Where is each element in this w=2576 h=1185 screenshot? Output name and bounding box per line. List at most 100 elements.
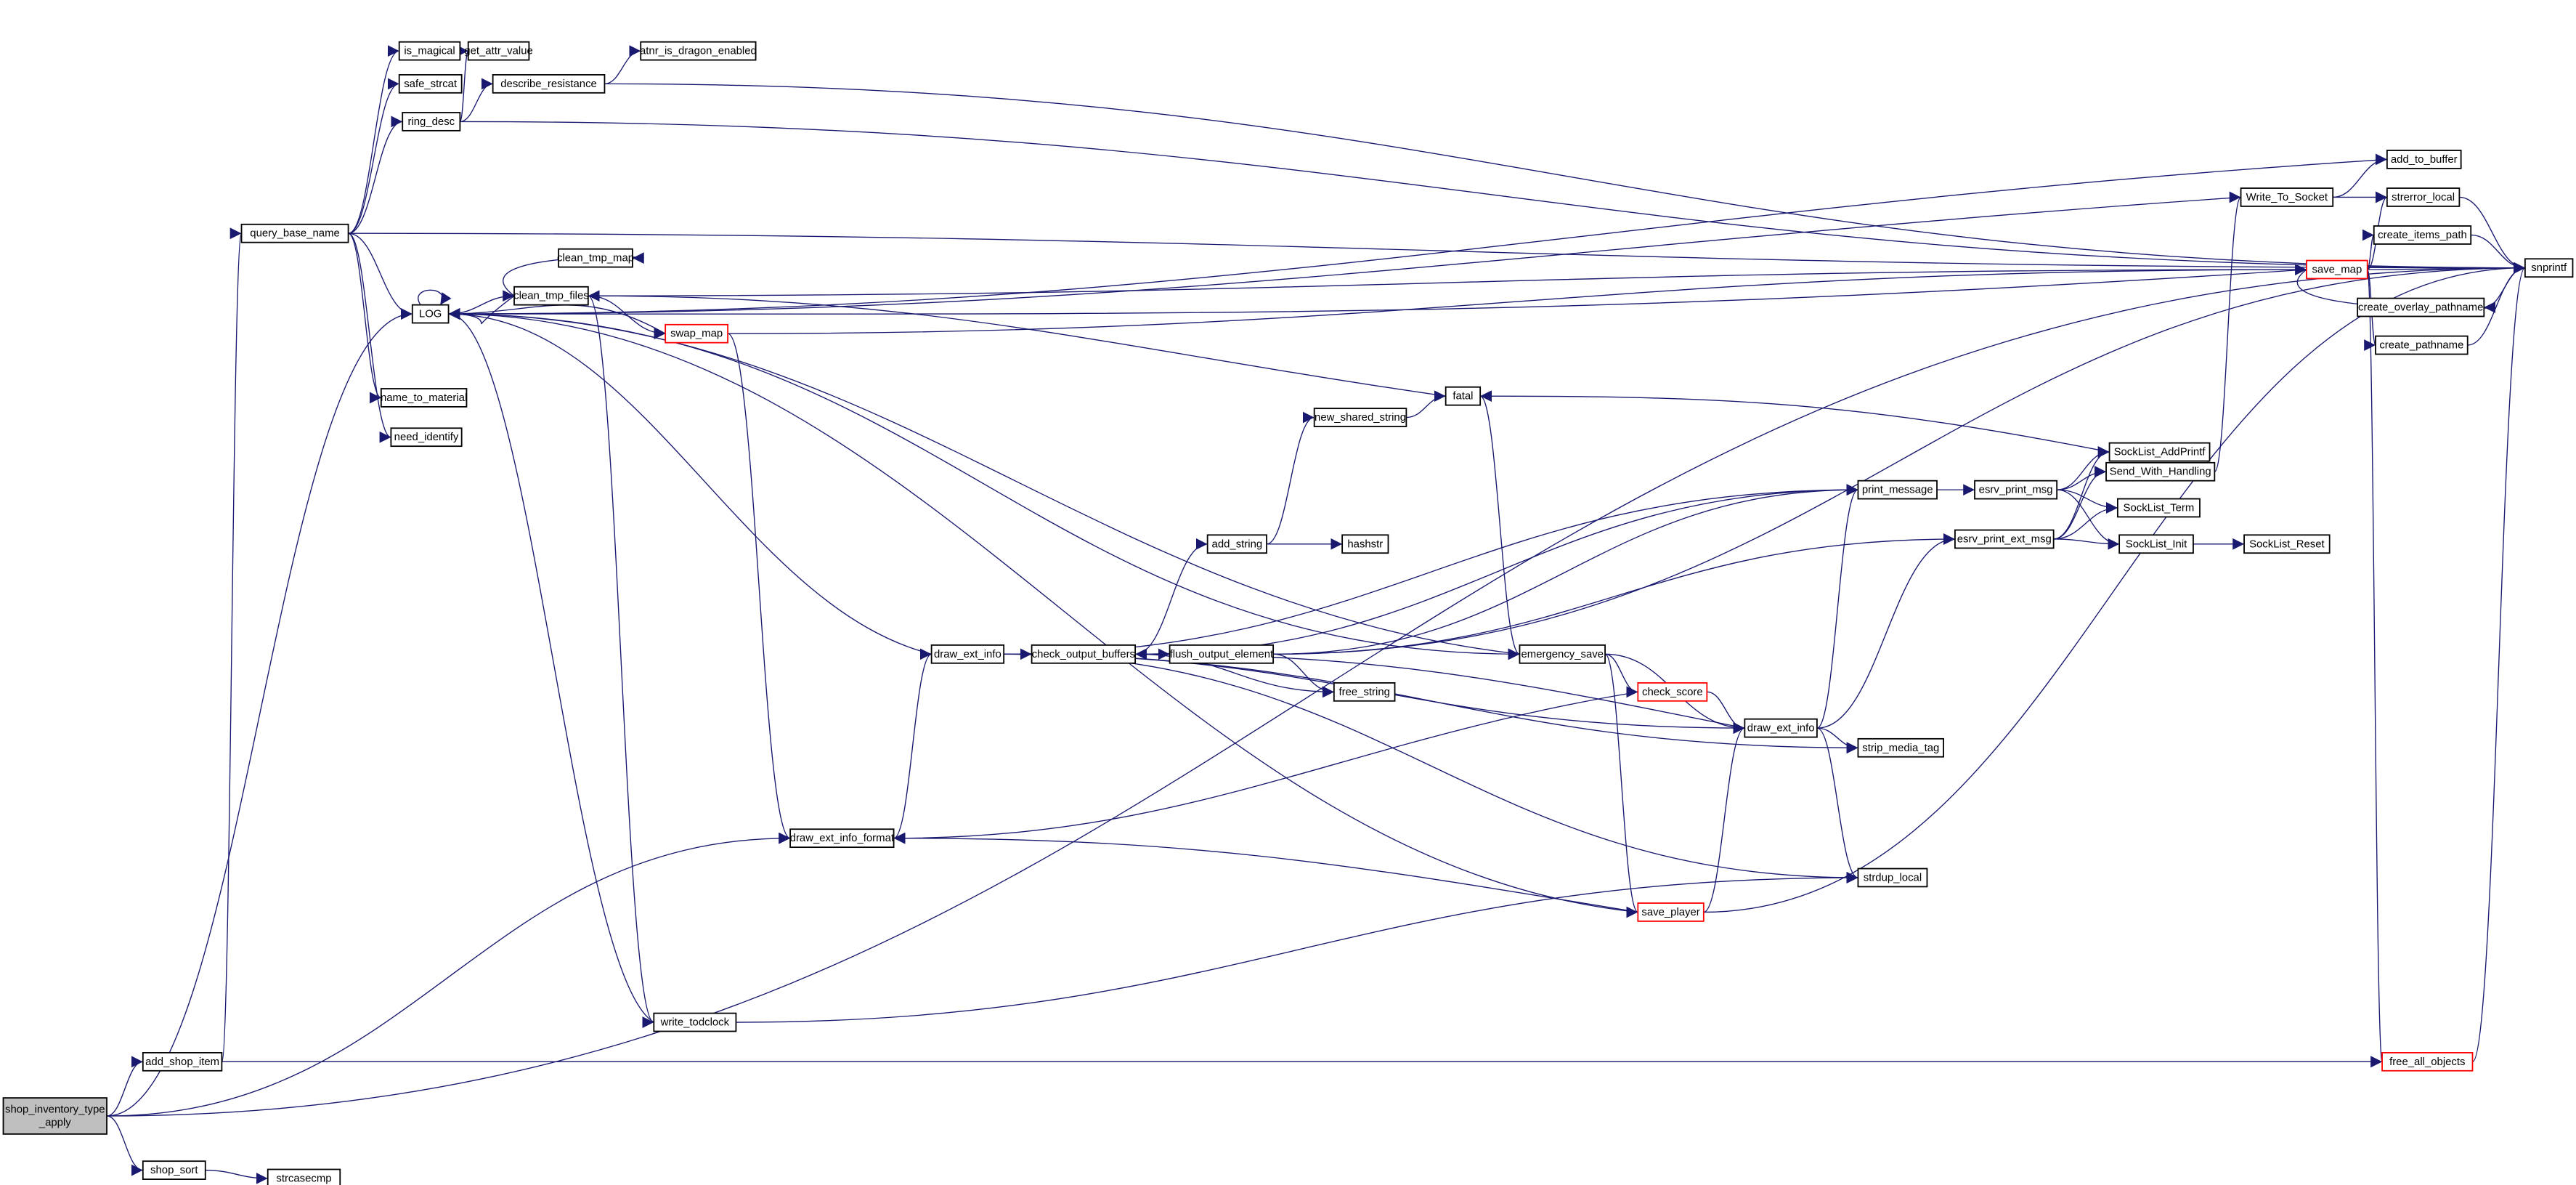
node-box[interactable] <box>2108 442 2211 462</box>
graph-node-add_shop_item[interactable]: add_shop_item <box>142 1051 223 1072</box>
node-box[interactable] <box>1313 408 1407 427</box>
node-box[interactable] <box>1519 644 1606 664</box>
node-box[interactable] <box>1857 867 1928 888</box>
graph-node-ring_desc[interactable]: ring_desc <box>402 112 461 132</box>
node-box[interactable] <box>1857 480 1938 500</box>
graph-node-hashstr[interactable]: hashstr <box>1341 534 1389 554</box>
graph-node-free_all_objects[interactable]: free_all_objects <box>2381 1051 2474 1072</box>
node-box[interactable] <box>142 1051 223 1072</box>
graph-node-snprintf[interactable]: snprintf <box>2524 258 2574 278</box>
graph-node-SockList_Term[interactable]: SockList_Term <box>2116 498 2201 518</box>
graph-node-shop_inventory_type_apply[interactable]: shop_inventory_type_apply <box>2 1097 107 1135</box>
graph-node-esrv_print_ext_msg[interactable]: esrv_print_ext_msg <box>1954 529 2055 549</box>
graph-node-atnr_is_dragon_enabled[interactable]: atnr_is_dragon_enabled <box>640 41 757 61</box>
node-box[interactable] <box>789 828 895 849</box>
node-box[interactable] <box>402 112 461 132</box>
node-box[interactable] <box>930 644 1005 664</box>
graph-node-draw_ext_info_format[interactable]: draw_ext_info_format <box>789 828 895 849</box>
node-box[interactable] <box>2373 225 2472 245</box>
graph-node-print_message[interactable]: print_message <box>1857 480 1938 500</box>
graph-node-SockList_AddPrintf[interactable]: SockList_AddPrintf <box>2108 442 2211 462</box>
graph-node-need_identify[interactable]: need_identify <box>390 427 463 448</box>
graph-node-shop_sort[interactable]: shop_sort <box>142 1160 206 1180</box>
node-box[interactable] <box>2105 461 2216 482</box>
graph-node-emergency_save[interactable]: emergency_save <box>1519 644 1606 664</box>
node-box[interactable] <box>467 41 530 61</box>
graph-node-add_string[interactable]: add_string <box>1206 534 1267 554</box>
graph-node-create_overlay_pathname[interactable]: create_overlay_pathname <box>2357 297 2485 318</box>
graph-node-strcasecmp[interactable]: strcasecmp <box>267 1168 341 1185</box>
node-box[interactable] <box>1954 529 2055 549</box>
graph-node-name_to_material[interactable]: name_to_material <box>380 388 468 408</box>
graph-node-draw_ext_info_b[interactable]: draw_ext_info <box>1744 718 1818 738</box>
graph-node-check_score[interactable]: check_score <box>1637 682 1708 702</box>
graph-node-check_output_buffers[interactable]: check_output_buffers <box>1031 644 1137 664</box>
graph-node-Write_To_Socket[interactable]: Write_To_Socket <box>2240 187 2334 207</box>
graph-node-create_items_path[interactable]: create_items_path <box>2373 225 2472 245</box>
graph-node-strdup_local[interactable]: strdup_local <box>1857 867 1928 888</box>
node-box[interactable] <box>142 1160 206 1180</box>
node-box[interactable] <box>2386 187 2461 207</box>
graph-node-flush_output_element[interactable]: flush_output_element <box>1169 644 1275 664</box>
node-box[interactable] <box>1333 682 1396 702</box>
node-box[interactable] <box>2 1097 107 1135</box>
graph-node-swap_map[interactable]: swap_map <box>665 323 729 344</box>
node-box[interactable] <box>390 427 463 448</box>
graph-node-save_map[interactable]: save_map <box>2306 259 2368 280</box>
node-box[interactable] <box>1744 718 1818 738</box>
node-box[interactable] <box>380 388 468 408</box>
graph-node-save_player[interactable]: save_player <box>1637 902 1705 922</box>
node-box[interactable] <box>1857 737 1944 758</box>
node-box[interactable] <box>2375 335 2469 355</box>
node-box[interactable] <box>640 41 757 61</box>
node-box[interactable] <box>1341 534 1389 554</box>
graph-node-esrv_print_msg[interactable]: esrv_print_msg <box>1974 480 2058 500</box>
node-box[interactable] <box>1637 902 1705 922</box>
node-box[interactable] <box>1031 644 1137 664</box>
node-box[interactable] <box>492 74 606 94</box>
graph-node-free_string[interactable]: free_string <box>1333 682 1396 702</box>
graph-node-fatal[interactable]: fatal <box>1445 386 1482 406</box>
node-box[interactable] <box>2524 258 2574 278</box>
graph-node-SockList_Init[interactable]: SockList_Init <box>2118 534 2194 554</box>
graph-node-clean_tmp_map[interactable]: clean_tmp_map <box>557 248 634 268</box>
graph-node-new_shared_string[interactable]: new_shared_string <box>1313 408 1407 427</box>
graph-node-describe_resistance[interactable]: describe_resistance <box>492 74 606 94</box>
node-box[interactable] <box>513 286 589 306</box>
graph-node-LOG[interactable]: LOG <box>411 304 450 324</box>
graph-node-strip_media_tag[interactable]: strip_media_tag <box>1857 737 1944 758</box>
node-box[interactable] <box>558 248 633 268</box>
node-box[interactable] <box>665 323 729 344</box>
node-box[interactable] <box>1637 682 1708 702</box>
node-box[interactable] <box>1206 534 1267 554</box>
node-box[interactable] <box>2306 259 2368 280</box>
node-box[interactable] <box>1445 386 1482 406</box>
node-box[interactable] <box>267 1168 341 1185</box>
node-box[interactable] <box>2118 534 2194 554</box>
node-box[interactable] <box>411 304 450 324</box>
graph-node-clean_tmp_files[interactable]: clean_tmp_files <box>513 286 589 306</box>
node-box[interactable] <box>2357 297 2485 318</box>
graph-node-strerror_local[interactable]: strerror_local <box>2386 187 2461 207</box>
node-box[interactable] <box>398 41 461 61</box>
graph-node-is_magical[interactable]: is_magical <box>398 41 461 61</box>
graph-node-query_base_name[interactable]: query_base_name <box>240 223 349 243</box>
node-box[interactable] <box>1974 480 2058 500</box>
graph-node-Send_With_Handling[interactable]: Send_With_Handling <box>2105 461 2216 482</box>
node-box[interactable] <box>1169 644 1275 664</box>
node-box[interactable] <box>2240 187 2334 207</box>
node-box[interactable] <box>398 74 463 94</box>
node-box[interactable] <box>2116 498 2201 518</box>
graph-node-draw_ext_info_a[interactable]: draw_ext_info <box>930 644 1005 664</box>
graph-node-write_todclock[interactable]: write_todclock <box>653 1012 737 1032</box>
graph-node-safe_strcat[interactable]: safe_strcat <box>398 74 463 94</box>
graph-node-get_attr_value[interactable]: get_attr_value <box>464 41 533 61</box>
node-box[interactable] <box>2381 1051 2474 1072</box>
graph-node-add_to_buffer[interactable]: add_to_buffer <box>2386 150 2462 169</box>
node-box[interactable] <box>653 1012 737 1032</box>
node-box[interactable] <box>240 223 349 243</box>
graph-node-SockList_Reset[interactable]: SockList_Reset <box>2243 534 2331 554</box>
node-box[interactable] <box>2243 534 2331 554</box>
node-box[interactable] <box>2386 150 2462 169</box>
graph-node-create_pathname[interactable]: create_pathname <box>2375 335 2469 355</box>
